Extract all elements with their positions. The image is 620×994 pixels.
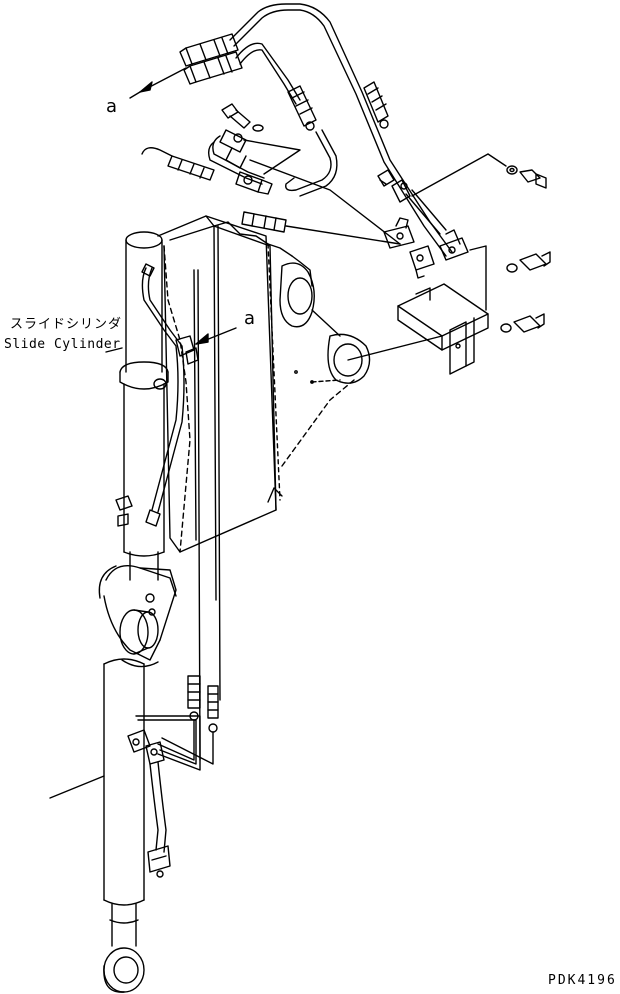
drawing-code: PDK4196 (548, 973, 617, 988)
elbow-fitting-1 (219, 129, 247, 169)
bolt-right-top (519, 169, 547, 189)
hose-fitting-top-1 (179, 33, 239, 67)
leader-line-boss (347, 335, 443, 361)
tube-right (405, 193, 441, 235)
lower-pipe-to-cylinder (147, 761, 171, 878)
tee-fitting-center (383, 217, 415, 249)
lower-tee-block (127, 729, 165, 765)
tube-u-bend (207, 129, 338, 197)
hose-fitting-mid-2 (363, 81, 389, 129)
union-fitting-center (235, 171, 273, 195)
leader-line-right (411, 153, 507, 197)
slide-cylinder (119, 231, 169, 581)
label-leader-slide-cylinder (105, 347, 123, 353)
callout-a-top: a (106, 96, 118, 117)
bolt-right-low (513, 313, 545, 333)
lower-hose-fittings (135, 675, 219, 771)
small-clip-right (377, 169, 395, 187)
hose-fitting-top-2 (183, 51, 243, 85)
hose-fitting-left-horizontal (141, 147, 215, 181)
washer-right-top (506, 165, 518, 175)
callout-a-mid: a (244, 308, 256, 329)
elbow-fitting-right (439, 229, 469, 261)
washer-right-low (500, 323, 512, 333)
leader-line-2 (285, 225, 401, 245)
washer-right-mid (506, 263, 518, 273)
adapter-right-1 (391, 179, 411, 203)
leader-arrow-mid (195, 327, 237, 345)
upper-hose-lines (229, 3, 453, 257)
leader-arrow-top (129, 67, 187, 99)
cylinder-linkage (98, 565, 177, 668)
bolt-right-mid (519, 251, 551, 271)
part-label-en: Slide Cylinder (4, 337, 121, 352)
part-label-jp: スライドシリンダ (10, 317, 123, 332)
lower-cylinder (103, 658, 145, 993)
mounting-bracket (397, 283, 489, 375)
leader-line-lower-cylinder (49, 775, 105, 799)
hose-fitting-mid-1 (287, 85, 317, 131)
tee-fitting-lower (409, 245, 435, 279)
bolt-small-1 (221, 103, 264, 132)
leader-line-bracket (469, 245, 487, 311)
boom-arm-body (157, 215, 371, 761)
hose-fitting-mid-3 (241, 211, 287, 233)
cylinder-pipe (115, 263, 199, 527)
leader-line-1 (243, 139, 301, 175)
